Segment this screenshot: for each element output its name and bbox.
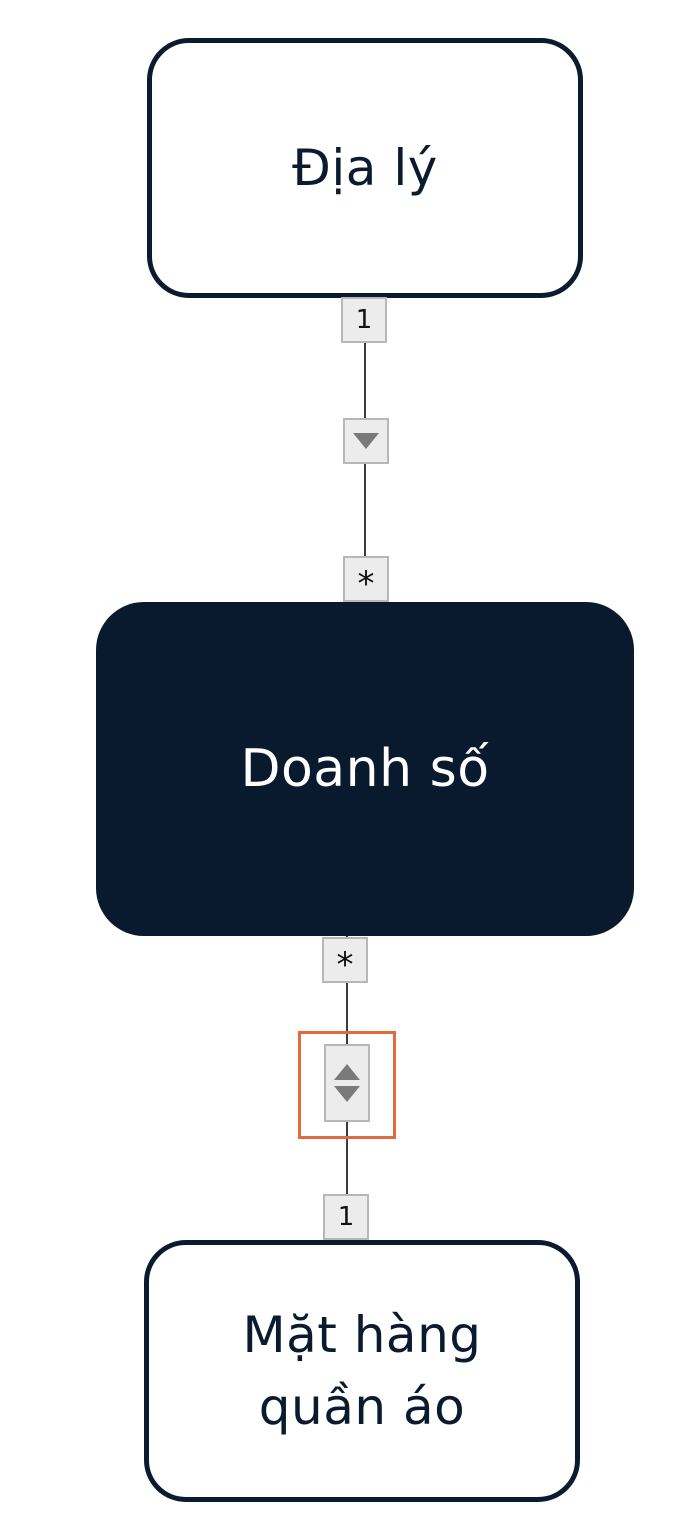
cardinality-one-badge: 1 (323, 1194, 369, 1240)
table-sales[interactable]: Doanh số (96, 602, 634, 936)
arrow-down-icon (334, 1086, 360, 1102)
cardinality-label: 1 (355, 305, 373, 335)
table-geography[interactable]: Địa lý (147, 38, 583, 298)
table-name: Địa lý (292, 139, 438, 197)
table-name: Doanh số (240, 739, 490, 799)
table-name: Mặt hàng quần áo (242, 1306, 482, 1436)
arrow-up-icon (334, 1064, 360, 1080)
cardinality-many-badge: * (322, 937, 368, 985)
cardinality-one-badge: 1 (341, 297, 387, 343)
table-clothing-items[interactable]: Mặt hàng quần áo (144, 1240, 580, 1502)
arrow-down-icon (353, 433, 379, 449)
cross-filter-single-button[interactable] (343, 418, 389, 464)
cardinality-many-badge: * (343, 556, 389, 604)
cardinality-label: * (336, 945, 354, 985)
selection-highlight (298, 1031, 396, 1139)
cross-filter-both-button[interactable] (324, 1044, 370, 1122)
cardinality-label: * (357, 564, 375, 604)
cardinality-label: 1 (337, 1202, 355, 1232)
